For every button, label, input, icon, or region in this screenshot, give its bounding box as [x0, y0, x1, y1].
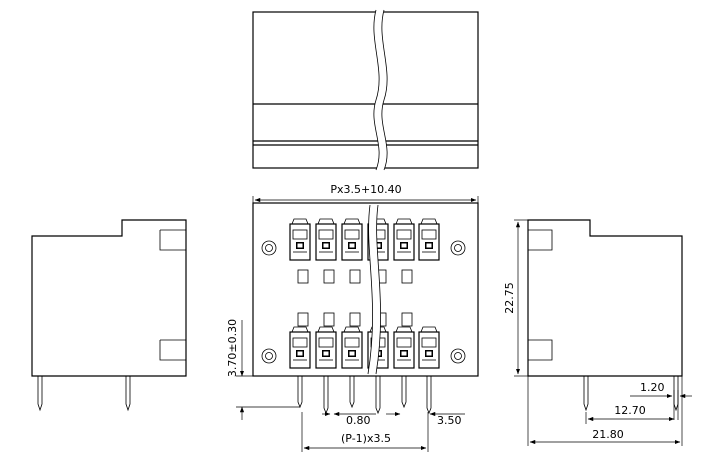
terminal-top-6 — [418, 218, 440, 261]
window-upper-1 — [297, 269, 309, 284]
window-upper-2 — [323, 269, 335, 284]
dim-overall-width-label: Px3.5+10.40 — [330, 183, 401, 196]
window-upper-3 — [349, 269, 361, 284]
terminal-bottom-3 — [341, 326, 363, 369]
top-view — [252, 9, 479, 171]
left-side-view — [31, 219, 187, 412]
window-lower-1 — [297, 312, 309, 327]
pin-6 — [426, 376, 432, 415]
terminal-top-2 — [315, 218, 337, 261]
terminal-row-top — [289, 218, 440, 261]
dim-height-offset-label: 3.70±0.30 — [226, 319, 239, 377]
dim-pitch-label: 3.50 — [437, 414, 462, 427]
dimension-overall-width — [252, 196, 479, 203]
window-slots — [297, 269, 413, 327]
pin-5 — [401, 376, 407, 409]
terminal-bottom-1 — [289, 326, 311, 369]
dimension-side-depth — [527, 376, 683, 446]
window-upper-5 — [401, 269, 413, 284]
dim-side-height-label: 22.75 — [503, 282, 516, 314]
pin-1 — [297, 376, 303, 409]
dimension-height-offset — [236, 320, 300, 420]
dimension-pin-span — [301, 412, 429, 452]
window-lower-5 — [401, 312, 413, 327]
pcb-pins — [297, 376, 432, 415]
dimension-pin-spacing — [585, 412, 675, 424]
dim-pin-spacing-label: 12.70 — [614, 404, 646, 417]
pin-4 — [375, 376, 381, 415]
front-view — [252, 202, 479, 415]
dimension-side-height — [514, 219, 528, 377]
dim-pin-span-label: (P-1)x3.5 — [341, 432, 391, 445]
pin-3 — [349, 376, 355, 409]
terminal-top-1 — [289, 218, 311, 261]
window-lower-2 — [323, 312, 335, 327]
dim-pin-thickness-label: 1.20 — [640, 381, 665, 394]
terminal-bottom-5 — [393, 326, 415, 369]
pin-2 — [323, 376, 329, 415]
terminal-top-3 — [341, 218, 363, 261]
terminal-bottom-2 — [315, 326, 337, 369]
dim-side-depth-label: 21.80 — [592, 428, 624, 441]
terminal-row-bottom — [289, 326, 440, 369]
dim-pin-width-label: 0.80 — [346, 414, 371, 427]
terminal-top-5 — [393, 218, 415, 261]
mounting-holes — [261, 240, 466, 364]
terminal-bottom-6 — [418, 326, 440, 369]
window-lower-3 — [349, 312, 361, 327]
